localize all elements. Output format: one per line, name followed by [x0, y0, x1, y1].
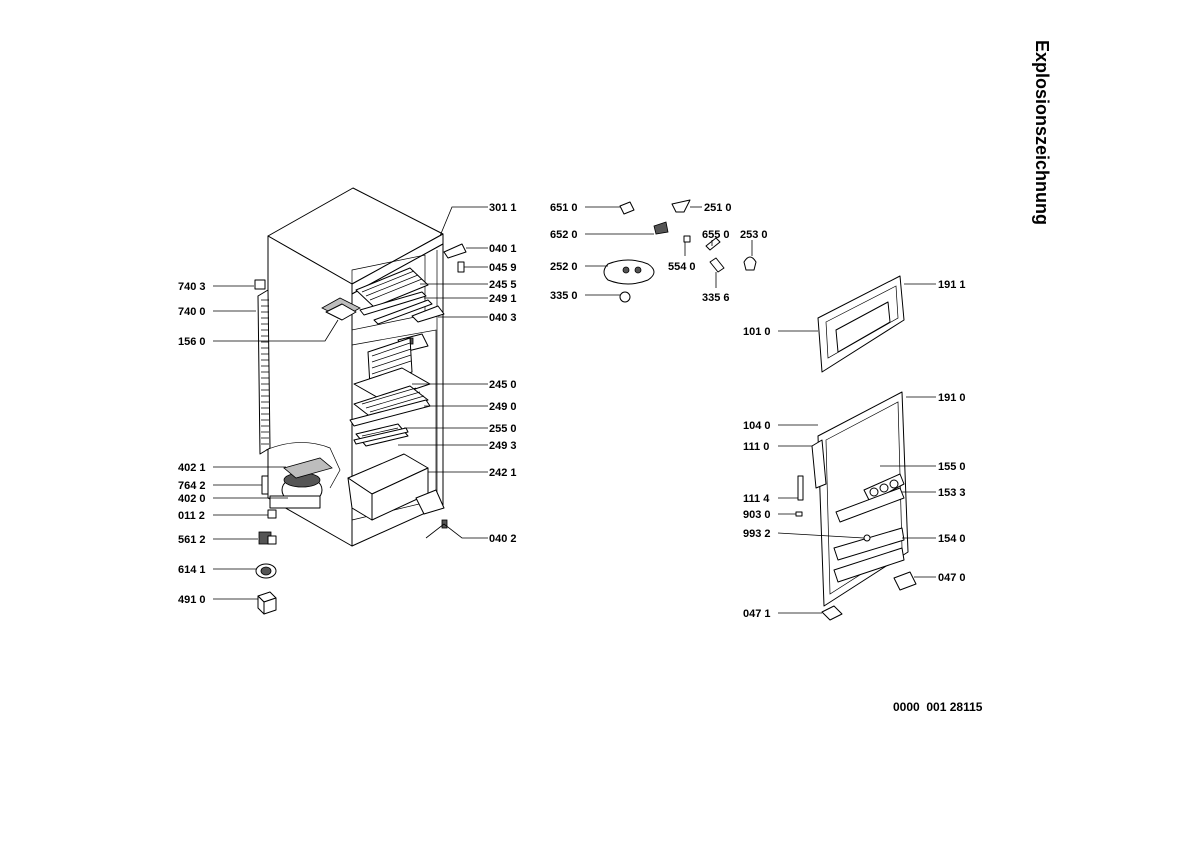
label-191-0: 191 0	[938, 392, 966, 404]
condenser-coil	[254, 279, 271, 455]
label-335-6: 335 6	[702, 292, 730, 304]
label-047-0: 047 0	[938, 572, 966, 584]
label-652-0: 652 0	[550, 229, 578, 241]
label-101-0: 101 0	[743, 326, 771, 338]
label-253-0: 253 0	[740, 229, 768, 241]
label-249-0: 249 0	[489, 401, 517, 413]
label-154-0: 154 0	[938, 533, 966, 545]
label-045-9: 045 9	[489, 262, 517, 274]
label-301-1: 301 1	[489, 202, 517, 214]
label-245-0: 245 0	[489, 379, 517, 391]
label-740-0: 740 0	[178, 306, 206, 318]
label-903-0: 903 0	[743, 509, 771, 521]
label-011-2: 011 2	[178, 510, 205, 522]
label-402-0: 402 0	[178, 493, 206, 505]
label-249-3: 249 3	[489, 440, 517, 452]
freezer-shelf	[355, 267, 433, 325]
label-153-3: 153 3	[938, 487, 966, 499]
label-491-0: 491 0	[178, 594, 206, 606]
diagram-title: Explosionszeichnung	[1032, 40, 1052, 226]
label-651-0: 651 0	[550, 202, 578, 214]
label-764-2: 764 2	[178, 480, 206, 492]
compressor	[261, 442, 341, 519]
label-111-4: 111 4	[743, 493, 770, 505]
freezer-door	[817, 275, 905, 373]
label-255-0: 255 0	[489, 423, 517, 435]
label-104-0: 104 0	[743, 420, 771, 432]
document-number: 0000 001 28115	[893, 700, 983, 714]
ice-tray	[321, 297, 361, 321]
label-740-3: 740 3	[178, 281, 206, 293]
door-stop	[821, 605, 843, 621]
label-040-1: 040 1	[489, 243, 517, 255]
label-245-5: 245 5	[489, 279, 517, 291]
label-993-2: 993 2	[743, 528, 771, 540]
control-parts	[603, 199, 757, 303]
leader-lines	[213, 206, 936, 614]
label-156-0: 156 0	[178, 336, 206, 348]
cover-box	[257, 591, 277, 615]
fridge-door	[795, 391, 917, 607]
label-040-3: 040 3	[489, 312, 517, 324]
label-047-1: 047 1	[743, 608, 771, 620]
thermal-protector	[255, 563, 277, 579]
label-561-2: 561 2	[178, 534, 206, 546]
label-111-0: 111 0	[743, 441, 769, 453]
label-655-0: 655 0	[702, 229, 730, 241]
label-242-1: 242 1	[489, 467, 517, 479]
label-402-1: 402 1	[178, 462, 206, 474]
label-252-0: 252 0	[550, 261, 578, 273]
part-labels: 740 3 740 0 156 0 402 1 764 2 402 0 011 …	[178, 202, 966, 620]
relay-start	[258, 531, 277, 545]
label-040-2: 040 2	[489, 533, 517, 545]
label-335-0: 335 0	[550, 290, 578, 302]
label-554-0: 554 0	[668, 261, 696, 273]
label-155-0: 155 0	[938, 461, 966, 473]
label-251-0: 251 0	[704, 202, 732, 214]
label-614-1: 614 1	[178, 564, 206, 576]
label-191-1: 191 1	[938, 279, 966, 291]
label-249-1: 249 1	[489, 293, 517, 305]
